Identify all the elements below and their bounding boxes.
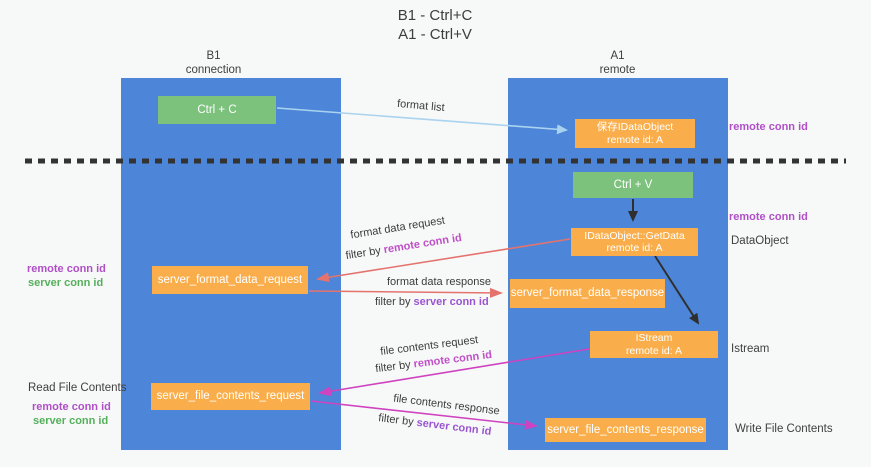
node-istream-line1: IStream <box>635 332 673 344</box>
format-data-response-filter-label: filter by server conn id <box>375 296 489 308</box>
left-column-header: B1 connection <box>151 50 276 77</box>
right-column-header: A1 remote <box>555 50 680 77</box>
filter-by-text: filter by <box>344 244 385 263</box>
node-server-file-contents-request: server_file_contents_request <box>151 383 310 410</box>
file-contents-response-label: file contents response <box>392 392 501 418</box>
node-ctrl-c: Ctrl + C <box>158 96 276 124</box>
filter-by-text: filter by <box>374 358 415 376</box>
right-column-subtitle: remote <box>599 63 636 76</box>
left-column-subtitle: connection <box>185 63 242 76</box>
read-file-contents-label: Read File Contents <box>28 382 127 394</box>
remote-conn-id-left-label-2: remote conn id <box>32 401 111 413</box>
write-file-contents-label: Write File Contents <box>735 423 833 435</box>
node-ctrl-v-label: Ctrl + V <box>613 178 653 191</box>
istream-side-label: Istream <box>731 343 770 355</box>
server-conn-id-text: server conn id <box>415 416 493 438</box>
node-istream: IStream remote id: A <box>590 331 718 358</box>
page-title: B1 - Ctrl+C A1 - Ctrl+V <box>335 6 535 44</box>
right-column-name: A1 <box>610 50 625 62</box>
node-server-format-data-request: server_format_data_request <box>152 266 308 294</box>
remote-conn-id-side-label-mid: remote conn id <box>729 211 808 223</box>
node-server-file-contents-request-label: server_file_contents_request <box>156 390 305 402</box>
server-conn-id-text: server conn id <box>413 296 489 308</box>
node-server-file-contents-response-label: server_file_contents_response <box>547 423 704 436</box>
remote-conn-id-left-label-1: remote conn id <box>27 263 106 275</box>
node-save-idataobject-line1: 保存IDataObject <box>596 121 674 133</box>
filter-by-text: filter by <box>375 296 414 308</box>
node-save-idataobject: 保存IDataObject remote id: A <box>575 119 695 148</box>
node-ctrl-c-label: Ctrl + C <box>197 103 237 116</box>
title-line-1: B1 - Ctrl+C <box>397 7 473 24</box>
remote-conn-id-text: remote conn id <box>382 231 463 257</box>
node-ctrl-v: Ctrl + V <box>573 172 693 198</box>
format-data-response-label: format data response <box>387 276 491 288</box>
node-istream-line2: remote id: A <box>625 344 683 357</box>
left-column-name: B1 <box>206 50 221 62</box>
node-server-format-data-response-label: server_format_data_response <box>510 287 665 299</box>
node-server-format-data-response: server_format_data_response <box>510 279 665 308</box>
server-conn-id-left-label-2: server conn id <box>33 415 109 427</box>
remote-conn-id-side-label-top: remote conn id <box>729 121 808 133</box>
dataobject-side-label: DataObject <box>731 235 789 247</box>
node-server-file-contents-response: server_file_contents_response <box>545 418 706 442</box>
file-contents-response-filter-label: filter by server conn id <box>378 412 492 438</box>
node-idataobject-getdata-line1: IDataObject::GetData <box>584 229 685 242</box>
node-save-idataobject-line2: remote id: A <box>606 133 664 146</box>
format-list-label: format list <box>396 97 446 115</box>
node-idataobject-getdata: IDataObject::GetData remote id: A <box>571 228 698 256</box>
server-conn-id-left-label-1: server conn id <box>28 277 104 289</box>
filter-by-text: filter by <box>377 412 418 429</box>
node-idataobject-getdata-line2: remote id: A <box>606 242 663 254</box>
title-line-2: A1 - Ctrl+V <box>398 26 472 43</box>
node-server-format-data-request-label: server_format_data_request <box>157 273 303 286</box>
